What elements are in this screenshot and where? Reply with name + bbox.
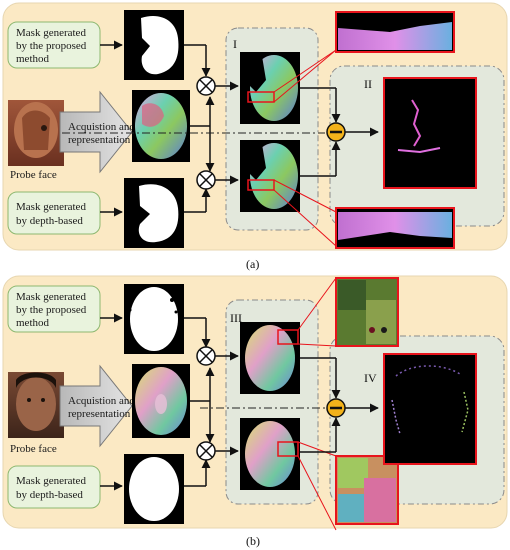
region-label-iii: III [230,311,242,325]
panel-b: III IV Mask generated by the proposed me… [2,275,508,531]
probe-face-a [8,100,64,166]
acquisition-line-2-a: representation [68,134,131,146]
acquisition-line-2-b: representation [68,408,131,420]
mask-depth-line-2: by depth-based [16,215,83,227]
mask-proposed-line-2-b: by the proposed [16,304,87,316]
mask-depth-line-1: Mask generated [16,201,86,213]
difference-image-a [383,77,477,189]
mask-proposed-line-1: Mask generated [16,27,86,39]
acquisition-arrow-b [59,364,133,448]
zoom-strip-top-a [335,11,455,53]
masked-face-bottom-b [240,418,300,490]
mask-image-depth [124,178,184,248]
zoom-patch-top-b [335,277,399,347]
region-label-i: I [233,37,237,51]
mask-proposed-line-1-b: Mask generated [16,291,86,303]
subtract-operator-a [326,122,346,142]
region-label-iv: IV [364,371,377,385]
subtract-operator-b [326,398,346,418]
multiply-operator-bottom-a [196,170,216,190]
caption-b: (b) [246,534,260,548]
acquisition-line-1-b: Acquistion and [68,395,135,407]
masked-face-top-b [240,322,300,394]
mask-image-depth-b [124,454,184,524]
probe-face-label-a: Probe face [10,169,57,181]
multiply-operator-top-b [196,346,216,366]
mask-image-proposed-b [124,284,184,354]
mask-depth-line-1-b: Mask generated [16,475,86,487]
multiply-operator-bottom-b [196,441,216,461]
probe-face-label-b: Probe face [10,443,57,455]
region-label-ii: II [364,77,372,91]
mask-depth-line-2-b: by depth-based [16,489,83,501]
panel-a: I II Mask generated by the proposed meth… [2,2,508,251]
mask-proposed-line-2: by the proposed [16,40,87,52]
face-3d-b [132,364,190,438]
mask-proposed-box-b [7,285,101,333]
zoom-patch-bottom-b [335,455,399,525]
mask-proposed-line-3-b: method [16,317,49,329]
mask-proposed-line-3: method [16,53,49,65]
acquisition-arrow-a [59,90,133,174]
face-3d-a [132,90,190,162]
probe-face-b [8,372,64,438]
mask-depth-box-b [7,465,101,509]
multiply-operator-top-a [196,76,216,96]
mask-depth-box [7,191,101,235]
masked-face-bottom-a [240,140,300,212]
zoom-strip-bottom-a [335,207,455,249]
caption-a: (a) [246,257,259,271]
acquisition-line-1-a: Acquistion and [68,121,135,133]
mask-image-proposed [124,10,184,80]
difference-image-b [383,353,477,465]
